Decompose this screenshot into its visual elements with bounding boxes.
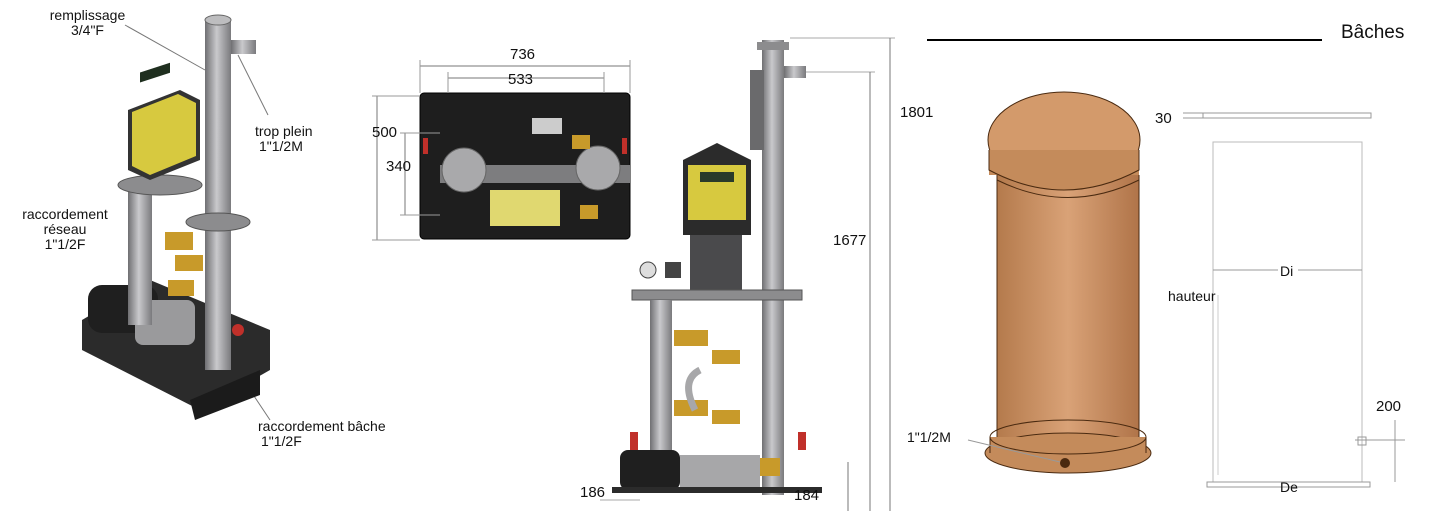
dim-500: 500 xyxy=(372,124,398,141)
dim-1801: 1801 xyxy=(900,104,934,121)
trop-plein-label: trop plein 1"1/2M xyxy=(255,124,313,154)
dim-736: 736 xyxy=(510,46,536,63)
dim-1677: 1677 xyxy=(833,232,867,249)
front-view xyxy=(600,37,895,511)
dim-186: 186 xyxy=(580,484,606,501)
raccordement-bache-text: raccordement bâche xyxy=(258,418,386,434)
trop-plein-size: 1"1/2M xyxy=(259,138,303,154)
raccordement-reseau-label: raccordement réseau 1"1/2F xyxy=(5,207,125,252)
dim-200: 200 xyxy=(1376,398,1402,415)
tank-outlet-label: 1"1/2M xyxy=(907,429,951,445)
tank-section xyxy=(927,39,1405,488)
top-view xyxy=(372,60,631,241)
isometric-booster-unit xyxy=(82,14,271,421)
dim-340: 340 xyxy=(386,158,412,175)
raccordement-bache-size: 1"1/2F xyxy=(261,433,302,449)
dim-30: 30 xyxy=(1155,110,1172,127)
hauteur-label: hauteur xyxy=(1168,288,1216,304)
remplissage-label: remplissage 3/4"F xyxy=(30,8,145,38)
section-title: Bâches xyxy=(1341,22,1405,43)
raccordement-bache-label: raccordement bâche 1"1/2F xyxy=(258,419,386,449)
de-label: De xyxy=(1280,479,1298,495)
raccordement-reseau-size: 1"1/2F xyxy=(44,236,86,252)
raccordement-reseau-text-1: raccordement xyxy=(22,206,108,222)
trop-plein-text: trop plein xyxy=(255,123,313,139)
remplissage-size: 3/4"F xyxy=(71,22,104,38)
dim-184: 184 xyxy=(794,487,820,504)
di-label: Di xyxy=(1280,263,1294,279)
remplissage-text: remplissage xyxy=(49,7,126,23)
raccordement-reseau-text-2: réseau xyxy=(43,221,87,237)
dim-533: 533 xyxy=(508,71,534,88)
